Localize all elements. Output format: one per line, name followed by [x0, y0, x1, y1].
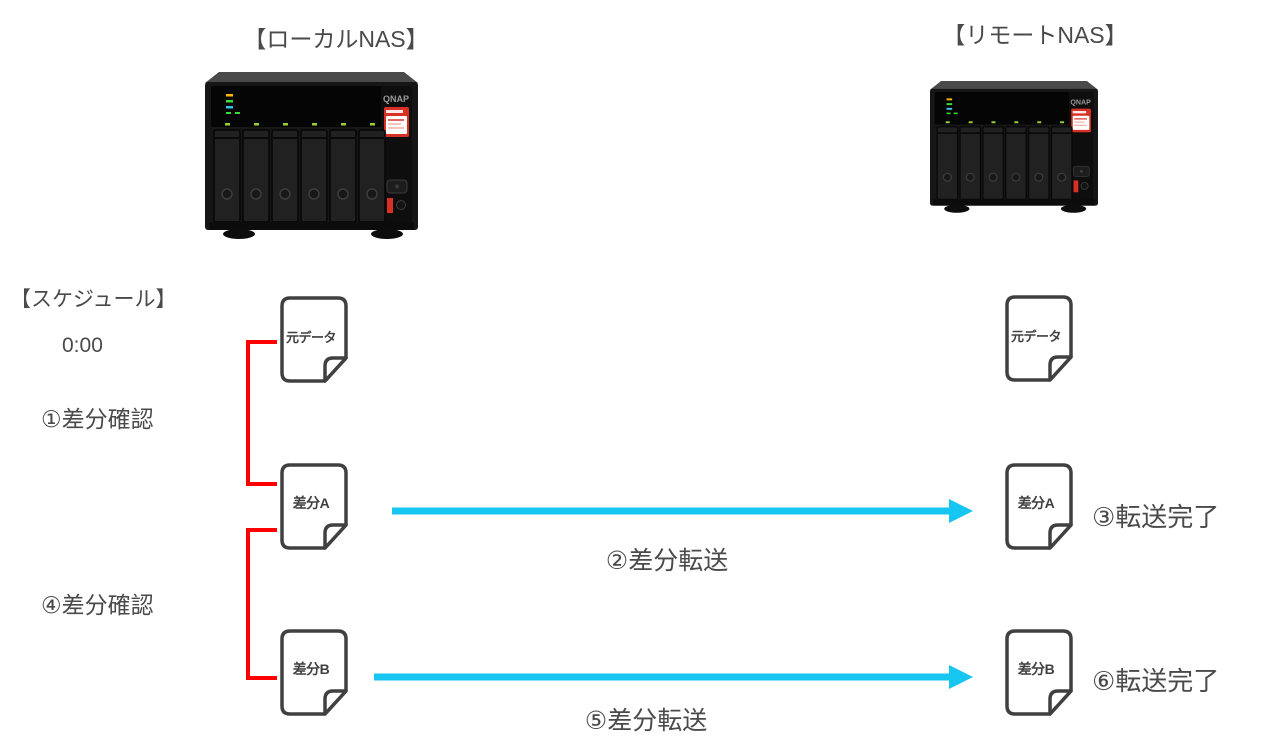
local-doc-diff-a: 差分A: [276, 461, 352, 557]
document-label: 差分B: [292, 661, 330, 677]
document-label: 差分A: [292, 495, 330, 511]
step6-complete-label: ⑥転送完了: [1092, 666, 1220, 696]
step1-diff-check-label: ①差分確認: [41, 406, 154, 432]
step4-diff-check-label: ④差分確認: [41, 592, 154, 618]
step2-transfer-label: ②差分転送: [605, 547, 729, 575]
red-connector-diff-check-1: [246, 340, 277, 486]
schedule-title: 【スケジュール】: [10, 288, 177, 311]
nas-usb-port: [387, 198, 393, 213]
remote-doc-diff-b: 差分B: [1001, 627, 1077, 723]
document-icon: [280, 296, 348, 383]
remote-doc-diff-a: 差分A: [1001, 461, 1077, 557]
transfer-arrow-1-head: [949, 499, 973, 523]
remote-nas-title: 【リモートNAS】: [942, 22, 1128, 48]
local-nas-title: 【ローカルNAS】: [243, 26, 429, 52]
document-icon: [1005, 295, 1073, 382]
document-icon: [1005, 629, 1073, 716]
local-nas-device: QNAP: [205, 70, 418, 240]
document-icon: [280, 629, 348, 716]
nas-brand-logo: QNAP: [1070, 99, 1091, 107]
step5-transfer-label: ⑤差分転送: [584, 707, 708, 735]
document-label: 元データ: [285, 329, 337, 345]
document-label: 差分B: [1017, 661, 1055, 677]
nas-brand-logo: QNAP: [383, 94, 409, 104]
document-icon: [1005, 463, 1073, 550]
document-label: 差分A: [1017, 495, 1055, 511]
local-doc-diff-b: 差分B: [276, 627, 352, 723]
schedule-time: 0:00: [62, 334, 103, 357]
red-connector-diff-check-2: [246, 528, 277, 680]
nas-device-image: QNAP: [205, 72, 418, 239]
remote-doc-original: 元データ: [1001, 293, 1077, 389]
nas-status-led: [226, 94, 233, 97]
document-icon: [280, 463, 348, 550]
document-label: 元データ: [1010, 328, 1062, 344]
step3-complete-label: ③転送完了: [1092, 502, 1220, 532]
local-doc-original: 元データ: [276, 294, 352, 390]
nas-drive-bays: [213, 123, 386, 223]
remote-nas-device: QNAP: [930, 63, 1098, 230]
nas-usb-port: [1073, 180, 1079, 193]
transfer-arrow-2-head: [949, 665, 973, 689]
nas-device-image: QNAP: [930, 81, 1098, 213]
